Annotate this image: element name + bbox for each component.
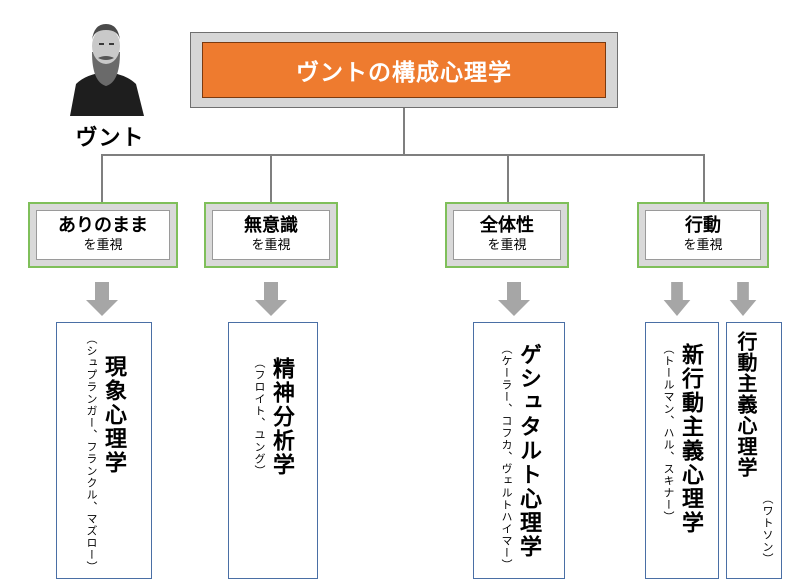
wundt-portrait — [66, 12, 146, 116]
result-members: （フロイト、ユング） — [253, 357, 266, 477]
person-portrait-icon — [66, 12, 146, 116]
emphasis-box-behavior: 行動 を重視 — [637, 202, 769, 268]
result-school: 現象心理学 — [101, 355, 126, 475]
emphasis-box-wholeness: 全体性 を重視 — [445, 202, 569, 268]
arrow-down-icon — [663, 282, 691, 316]
result-school: 新行動主義心理学 — [678, 343, 703, 535]
portrait-caption: ヴント — [75, 126, 145, 151]
connector-branch-2 — [270, 154, 272, 202]
result-members: （シュプランガー、フランクル、マズロー） — [85, 333, 98, 573]
result-box-psychoanalysis: （フロイト、ユング） 精神分析学 — [228, 322, 318, 579]
arrow-down-icon — [729, 282, 757, 316]
emphasis-label: 全体性 — [480, 215, 534, 236]
connector-branch-1 — [101, 154, 103, 202]
result-school: 精神分析学 — [269, 357, 294, 477]
emphasis-sublabel: を重視 — [487, 238, 527, 253]
emphasis-box-as-is: ありのまま を重視 — [28, 202, 178, 268]
result-box-gestalt: （ケーラー、コフカ、ヴェルトハイマー） ゲシュタルト心理学 — [473, 322, 565, 579]
emphasis-sublabel: を重視 — [251, 238, 291, 253]
connector-branch-4 — [703, 154, 705, 202]
result-box-phenomenology: （シュプランガー、フランクル、マズロー） 現象心理学 — [56, 322, 152, 579]
title-box: ヴントの構成心理学 — [190, 32, 618, 108]
emphasis-box-unconscious: 無意識 を重視 — [204, 202, 338, 268]
page-title: ヴントの構成心理学 — [202, 42, 606, 98]
emphasis-label: ありのまま — [58, 215, 148, 236]
result-box-neo-behaviorism: （トールマン、ハル、スキナー） 新行動主義心理学 — [645, 322, 719, 579]
result-school: 行動主義心理学 — [734, 331, 758, 478]
result-members: （ワトソン） — [761, 493, 774, 565]
connector-trunk — [403, 108, 405, 156]
connector-branch-3 — [507, 154, 509, 202]
connector-horizontal — [101, 154, 705, 156]
emphasis-sublabel: を重視 — [683, 238, 723, 253]
emphasis-label: 無意識 — [244, 215, 298, 236]
emphasis-sublabel: を重視 — [83, 238, 123, 253]
arrow-down-icon — [498, 282, 530, 316]
result-members: （トールマン、ハル、スキナー） — [662, 343, 675, 523]
arrow-down-icon — [255, 282, 287, 316]
result-box-behaviorism: 行動主義心理学 （ワトソン） — [726, 322, 782, 579]
emphasis-label: 行動 — [685, 215, 721, 236]
result-members: （ケーラー、コフカ、ヴェルトハイマー） — [500, 343, 513, 571]
result-school: ゲシュタルト心理学 — [516, 343, 541, 559]
arrow-down-icon — [86, 282, 118, 316]
